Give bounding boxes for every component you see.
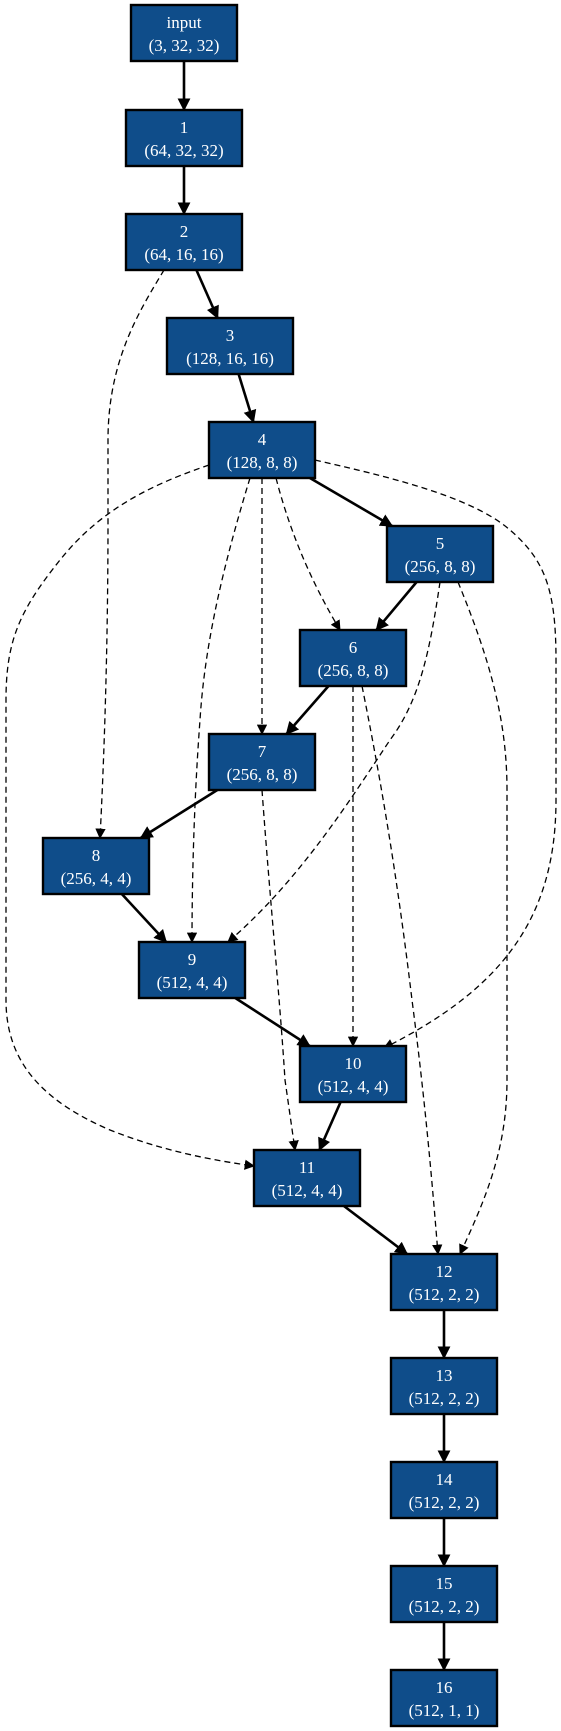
node-box bbox=[385, 524, 495, 584]
edge-6-to-7 bbox=[285, 685, 330, 735]
node-label: 2 bbox=[180, 222, 189, 241]
node-shape: (128, 16, 16) bbox=[186, 349, 274, 368]
node-box bbox=[298, 1044, 408, 1104]
node-3: 3 (128, 16, 16) bbox=[165, 316, 295, 376]
node-shape: (512, 4, 4) bbox=[318, 1077, 389, 1096]
node-label: 9 bbox=[188, 950, 197, 969]
edge-9-to-10 bbox=[234, 996, 311, 1048]
node-11: 11 (512, 4, 4) bbox=[252, 1148, 362, 1208]
node-label: 5 bbox=[436, 534, 445, 553]
node-6: 6 (256, 8, 8) bbox=[298, 628, 408, 688]
node-box bbox=[298, 628, 408, 688]
edges-layer bbox=[5, 61, 557, 1672]
node-box bbox=[207, 420, 317, 480]
edge-2-to-8 bbox=[95, 269, 165, 840]
node-label: 3 bbox=[226, 326, 235, 345]
edge-4-to-11 bbox=[5, 464, 256, 1170]
node-label: 8 bbox=[92, 846, 101, 865]
edge-7-to-8 bbox=[139, 788, 218, 840]
node-shape: (64, 16, 16) bbox=[144, 245, 223, 264]
node-7: 7 (256, 8, 8) bbox=[207, 732, 317, 792]
node-2: 2 (64, 16, 16) bbox=[124, 212, 244, 272]
node-label: 11 bbox=[299, 1158, 315, 1177]
node-box bbox=[207, 732, 317, 792]
node-box bbox=[129, 3, 239, 63]
node-label: 6 bbox=[349, 638, 358, 657]
edge-3-to-4 bbox=[237, 373, 257, 424]
node-shape: (128, 8, 8) bbox=[227, 453, 298, 472]
node-shape: (256, 8, 8) bbox=[227, 765, 298, 784]
edge-7-to-11 bbox=[261, 789, 299, 1152]
node-box bbox=[389, 1564, 499, 1624]
node-box bbox=[165, 316, 295, 376]
node-13: 13 (512, 2, 2) bbox=[389, 1356, 499, 1416]
node-label: 14 bbox=[436, 1470, 454, 1489]
edge-2-to-3 bbox=[195, 269, 219, 320]
node-label: 13 bbox=[436, 1366, 453, 1385]
node-shape: (512, 1, 1) bbox=[409, 1701, 480, 1720]
node-box bbox=[389, 1252, 499, 1312]
node-box bbox=[124, 212, 244, 272]
node-label: input bbox=[167, 13, 202, 32]
node-shape: (256, 8, 8) bbox=[318, 661, 389, 680]
edge-5-to-6 bbox=[375, 581, 418, 631]
node-15: 15 (512, 2, 2) bbox=[389, 1564, 499, 1624]
node-shape: (64, 32, 32) bbox=[144, 141, 223, 160]
node-label: 4 bbox=[258, 430, 267, 449]
edge-4-to-6 bbox=[275, 477, 341, 631]
node-10: 10 (512, 4, 4) bbox=[298, 1044, 408, 1104]
nodes-layer: input (3, 32, 32) 1 (64, 32, 32) 2 (64, 16, 1… bbox=[41, 3, 499, 1728]
node-shape: (3, 32, 32) bbox=[149, 36, 220, 55]
node-box bbox=[389, 1356, 499, 1416]
node-box bbox=[389, 1460, 499, 1520]
node-1: 1 (64, 32, 32) bbox=[124, 108, 244, 168]
node-shape: (512, 2, 2) bbox=[409, 1389, 480, 1408]
edge-8-to-9 bbox=[120, 893, 168, 943]
node-5: 5 (256, 8, 8) bbox=[385, 524, 495, 584]
node-label: 7 bbox=[258, 742, 267, 761]
node-label: 16 bbox=[436, 1678, 453, 1697]
node-label: 1 bbox=[180, 118, 189, 137]
edge-4-to-10 bbox=[314, 459, 557, 1049]
edge-4-to-5 bbox=[309, 476, 394, 528]
node-input: input (3, 32, 32) bbox=[129, 3, 239, 63]
node-label: 10 bbox=[345, 1054, 362, 1073]
node-14: 14 (512, 2, 2) bbox=[389, 1460, 499, 1520]
edge-6-to-12 bbox=[361, 685, 443, 1256]
node-shape: (256, 8, 8) bbox=[405, 557, 476, 576]
node-9: 9 (512, 4, 4) bbox=[137, 940, 247, 1000]
node-shape: (512, 2, 2) bbox=[409, 1493, 480, 1512]
node-box bbox=[41, 836, 151, 896]
node-shape: (256, 4, 4) bbox=[61, 869, 132, 888]
node-box bbox=[252, 1148, 362, 1208]
edge-11-to-12 bbox=[343, 1204, 409, 1256]
node-shape: (512, 2, 2) bbox=[409, 1597, 480, 1616]
node-shape: (512, 2, 2) bbox=[409, 1285, 480, 1304]
node-4: 4 (128, 8, 8) bbox=[207, 420, 317, 480]
node-box bbox=[389, 1668, 499, 1728]
node-box bbox=[124, 108, 244, 168]
node-shape: (512, 4, 4) bbox=[272, 1181, 343, 1200]
edge-5-to-12 bbox=[457, 581, 508, 1255]
node-label: 15 bbox=[436, 1574, 453, 1593]
edge-10-to-11 bbox=[318, 1101, 342, 1152]
edge-5-to-9 bbox=[227, 581, 441, 943]
node-shape: (512, 4, 4) bbox=[157, 973, 228, 992]
node-label: 12 bbox=[436, 1262, 453, 1281]
node-12: 12 (512, 2, 2) bbox=[389, 1252, 499, 1312]
node-16: 16 (512, 1, 1) bbox=[389, 1668, 499, 1728]
node-box bbox=[137, 940, 247, 1000]
edge-4-to-9 bbox=[186, 477, 251, 944]
node-8: 8 (256, 4, 4) bbox=[41, 836, 151, 896]
